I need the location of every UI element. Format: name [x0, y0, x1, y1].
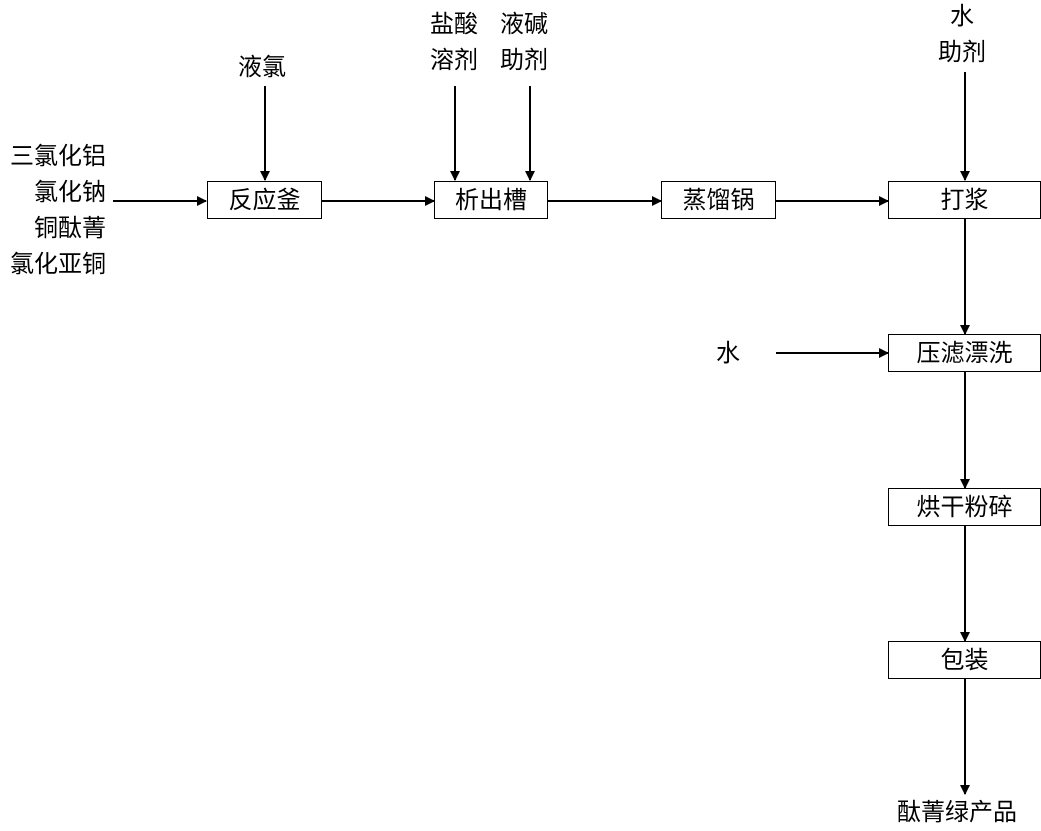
product-label: 酞菁绿产品	[897, 798, 1017, 826]
raw-material-item: 三氯化铝	[10, 142, 106, 170]
water-aid-label: 水 助剂	[938, 0, 986, 70]
hcl-label: 盐酸	[430, 10, 478, 38]
solvent-label: 溶剂	[430, 46, 478, 74]
drying-crushing-box: 烘干粉碎	[888, 488, 1041, 526]
raw-material-item: 铜酞菁	[34, 214, 106, 242]
liquid-chlorine-label: 液氯	[238, 53, 286, 81]
aid-label: 助剂	[938, 38, 986, 66]
hcl-solvent-label: 盐酸 溶剂	[430, 6, 478, 78]
aid-label: 助剂	[500, 46, 548, 74]
lye-aid-label: 液碱 助剂	[500, 6, 548, 78]
filter-press-rinse-box: 压滤漂洗	[888, 334, 1041, 372]
raw-material-item: 氯化钠	[34, 178, 106, 206]
packaging-box: 包装	[888, 641, 1041, 679]
lye-label: 液碱	[500, 10, 548, 38]
distillation-pot-box: 蒸馏锅	[661, 181, 776, 219]
reactor-box: 反应釜	[207, 181, 322, 219]
water-input-label: 水	[716, 339, 740, 367]
water-label: 水	[950, 2, 974, 30]
raw-materials-label: 三氯化铝 氯化钠 铜酞菁 氯化亚铜	[10, 138, 106, 282]
precipitation-tank-box: 析出槽	[434, 181, 548, 219]
raw-material-item: 氯化亚铜	[10, 250, 106, 278]
pulping-box: 打浆	[888, 181, 1041, 219]
